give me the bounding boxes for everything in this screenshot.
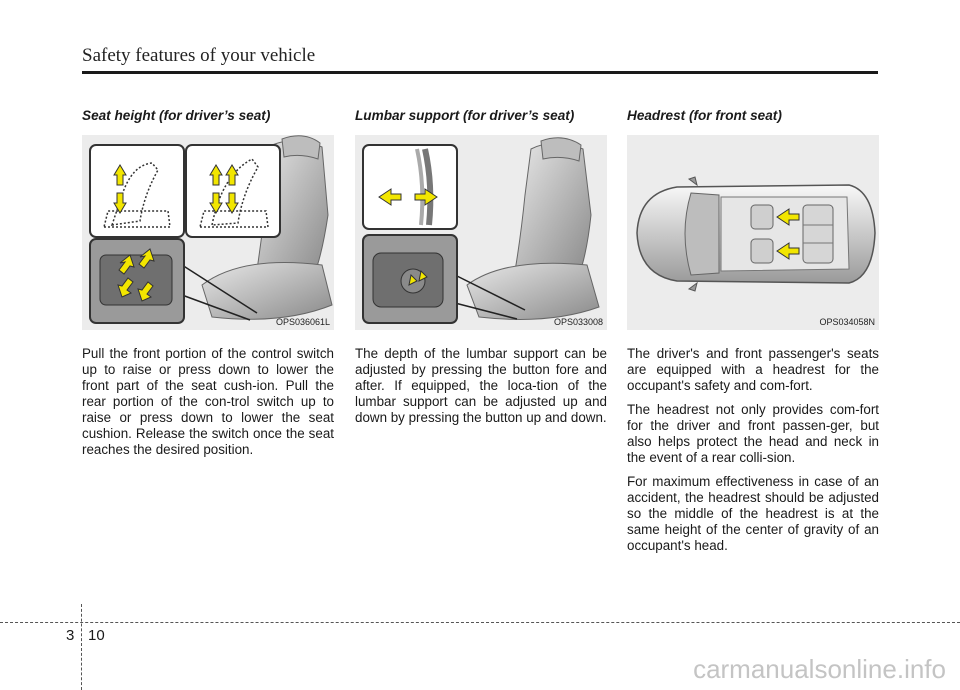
page-number: 10 <box>88 627 105 644</box>
section-seat-height: Seat height (for driver’s seat) <box>82 108 334 466</box>
figure-caption: OPS034058N <box>819 317 875 327</box>
headrest-illustration <box>636 176 876 292</box>
header-rule <box>82 71 878 74</box>
paragraph: The headrest not only provides com-fort … <box>627 402 879 465</box>
page-header-title: Safety features of your vehicle <box>82 45 316 66</box>
paragraph: For maximum effectiveness in case of an … <box>627 474 879 553</box>
lumbar-support-illustration <box>362 137 600 324</box>
lumbar-support-figure: OPS033008 <box>355 135 607 330</box>
section-title: Headrest (for front seat) <box>627 108 782 123</box>
chapter-number: 3 <box>66 627 75 644</box>
section-headrest: Headrest (for front seat) <box>627 108 879 562</box>
section-title: Seat height (for driver’s seat) <box>82 108 271 123</box>
section-title: Lumbar support (for driver’s seat) <box>355 108 575 123</box>
section-lumbar-support: Lumbar support (for driver’s seat) <box>355 108 607 434</box>
seat-height-figure: OPS036061L <box>82 135 334 330</box>
footer-vertical-divider <box>81 604 82 690</box>
figure-caption: OPS036061L <box>275 317 330 327</box>
footer-divider <box>0 622 960 623</box>
paragraph: The depth of the lumbar support can be a… <box>355 346 607 425</box>
section-body: Pull the front portion of the control sw… <box>82 346 334 458</box>
paragraph: Pull the front portion of the control sw… <box>82 346 334 457</box>
section-body: The depth of the lumbar support can be a… <box>355 346 607 426</box>
paragraph: The driver's and front passenger's seats… <box>627 346 879 393</box>
headrest-figure: OPS034058N <box>627 135 879 330</box>
figure-caption: OPS033008 <box>553 317 603 327</box>
section-body: The driver's and front passenger's seats… <box>627 346 879 554</box>
seat-height-illustration <box>89 135 333 324</box>
watermark: carmanualsonline.info <box>693 654 946 684</box>
